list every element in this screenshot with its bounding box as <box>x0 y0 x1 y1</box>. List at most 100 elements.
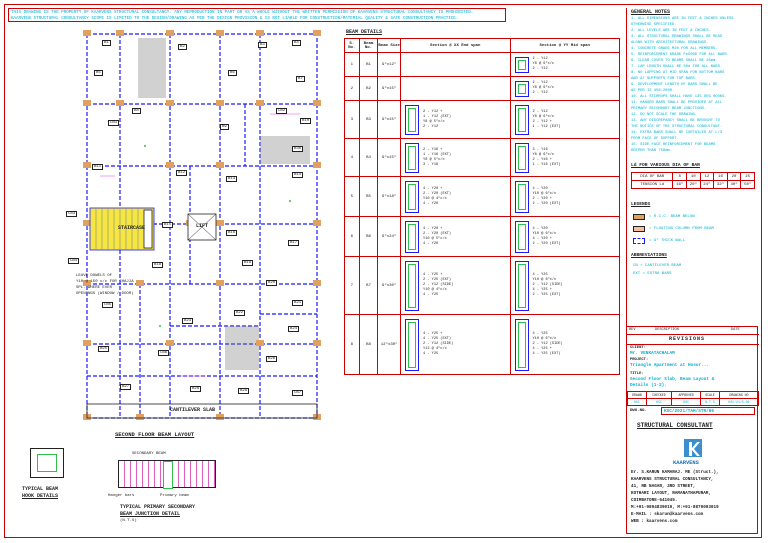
beam-section-a <box>400 76 511 101</box>
rebar-label: 2 - Y20 + <box>532 196 552 201</box>
beam-tag: B7 <box>296 76 305 82</box>
beam-cross-section <box>514 104 529 135</box>
ld-value-cell: 20" <box>686 180 701 189</box>
legend-swatch-beam <box>633 214 645 220</box>
beam-tag: B5 <box>94 70 103 76</box>
legend-item: = R.C.C. BEAM BELOW <box>649 215 695 219</box>
rebar-label: 2 - Y20 (EXT) <box>423 231 452 236</box>
rebar-label: 4 - Y20 <box>532 186 548 191</box>
title-label: TITLE: <box>630 372 644 376</box>
note-line: 7. LAP LENGTH SHALL BE 50d FOR ALL BARS. <box>631 65 723 69</box>
beam-tag: B12 <box>176 170 188 176</box>
note-line: AND AT SUPPORTS FOR TOP BARS. <box>631 77 698 81</box>
rev-desc-col: DESCRIPTION <box>655 328 679 332</box>
meta-header-cell: APPROVED <box>671 391 702 399</box>
dowel-note-4: OPENINGS (WINDOW / DOOR) <box>76 292 134 296</box>
beam-tag: B13 <box>226 176 238 182</box>
beam-row-no: 7 <box>344 256 360 315</box>
drawing-sheet <box>4 4 762 538</box>
junction-scale: (N.T.S) <box>120 519 137 523</box>
rebar-label: 4 - Y20 + <box>423 226 443 231</box>
client-label: CLIENT: <box>630 346 646 350</box>
beam-tag: B29 <box>238 388 250 394</box>
rebar-label: Y10 @ 5"c/c <box>423 236 447 241</box>
rebar-label: 2 - Y12 + <box>532 119 552 124</box>
rebar-label: 4 - Y25 <box>423 352 439 356</box>
beam-details-title: BEAM DETAILS <box>346 29 383 35</box>
note-line: FROM FACE OF SUPPORT. <box>631 137 679 141</box>
kaarvens-logo-icon <box>684 439 702 457</box>
note-line: PRIMARY SECONDARY BEAM JUNCTIONS. <box>631 107 707 111</box>
beam-cross-section <box>405 142 420 173</box>
abbr-item: CB = CANTILEVER BEAM <box>633 264 682 268</box>
beam-tag: B2 <box>178 44 187 50</box>
beam-row-no: 8 <box>344 314 360 375</box>
rebar-label: 2 - Y12 <box>532 91 548 95</box>
ld-value-cell: 32" <box>713 180 728 189</box>
note-line: 10. ALL STIRRUPS SHALL HAVE 135 DEG HOOK… <box>631 95 727 99</box>
beam-row-no: 2 <box>344 76 360 101</box>
beam-tag: B11 <box>92 164 104 170</box>
rev-date-col: DATE <box>731 328 740 332</box>
rebar-label: 4 - Y25 <box>532 273 548 277</box>
rebar-label: Y10 @ 6"c/c <box>532 191 557 196</box>
beam-cross-section <box>514 260 529 311</box>
beam-row-mark: B4 <box>358 138 379 177</box>
ld-value-cell: 40" <box>726 180 742 189</box>
rebar-label: 4 - Y25 (EXT) <box>423 337 452 341</box>
rebar-label: 4 - Y25 (EXT) <box>532 352 561 356</box>
col-sno: S. No. <box>344 38 360 53</box>
rebar-label: 4 - Y20 + <box>532 236 552 241</box>
beam-tag: B6 <box>228 70 237 76</box>
beam-row-size: 9"x15" <box>377 100 402 139</box>
beam-tag: B23 <box>182 318 194 324</box>
note-line: 11. HANGER BARS SHALL BE PROVIDED AT ALL <box>631 101 723 105</box>
rebar-label: 4 - Y25 + <box>423 273 443 277</box>
rebar-label: 2 - Y12 (SIDE) <box>532 283 563 287</box>
rebar-label: 2 - Y25 (EXT) <box>423 278 452 282</box>
hook-detail <box>30 448 64 478</box>
rebar-label: 2 - Y16 + <box>532 157 552 162</box>
beam-tag: B15 <box>162 222 174 228</box>
title-value-2: Details (1-2). <box>630 383 667 388</box>
beam-tag: B25 <box>98 346 110 352</box>
rebar-label: Y10 @ 4"c/c <box>423 288 447 292</box>
consultant-label: STRUCTURAL CONSULTANT <box>637 422 713 429</box>
disclaimer-line-2: KAARVENS STRUCTURAL CONSULTANCY SCOPE IS… <box>11 17 459 21</box>
ld-header-cell: 16 <box>713 172 728 181</box>
beam-cross-section <box>514 80 529 97</box>
rebar-label: 2 - Y12 <box>532 67 548 71</box>
address-line: E-MAIL : skarun@kaarvens.com <box>631 512 704 517</box>
beam-tag: CB2 <box>276 108 288 114</box>
beam-row-size: 9"x12" <box>377 52 402 77</box>
revision-header: REV DESCRIPTION DATE <box>627 327 759 335</box>
rebar-label: 1 - Y16 (EXT) <box>423 152 452 157</box>
beam-row-size: 9"x15" <box>377 76 402 101</box>
stirrup-icon <box>37 454 57 472</box>
beam-tag: B26 <box>266 356 278 362</box>
beam-cross-section <box>405 260 420 311</box>
meta-value-cell: KSC <box>671 398 702 406</box>
meta-value-cell: N.T.S <box>700 398 720 406</box>
legend-item: = FLOATING COLUMN FROM BEAM <box>649 227 714 231</box>
note-line: 2. ALL LEVELS ARE IN FEET & INCHES. <box>631 29 711 33</box>
beam-cross-section <box>405 220 420 253</box>
notes-title: GENERAL NOTES <box>631 9 671 15</box>
note-line: 1. ALL DIMENSIONS ARE IN FEET & INCHES U… <box>631 17 734 21</box>
rebar-label: 2 - Y25 (EXT) <box>532 293 561 297</box>
rebar-label: 3 - Y16 <box>532 147 548 152</box>
staircase-label: STAIRCASE <box>118 225 146 231</box>
disclaimer-line-1: THIS DRAWING IS THE PROPERTY OF KAARVENS… <box>11 11 474 15</box>
dowel-note-2: Y10 @ 150 c/c FOR CHAJJA <box>76 280 134 284</box>
note-line: 4. CONCRETE GRADE M20 FOR ALL MEMBERS. <box>631 47 718 51</box>
drawing-no-value: KSC/2021/TAH/STR/06 <box>664 408 715 414</box>
meta-value-cell: KSC <box>627 398 647 406</box>
secondary-beam-label: SECONDARY BEAM <box>132 452 166 456</box>
